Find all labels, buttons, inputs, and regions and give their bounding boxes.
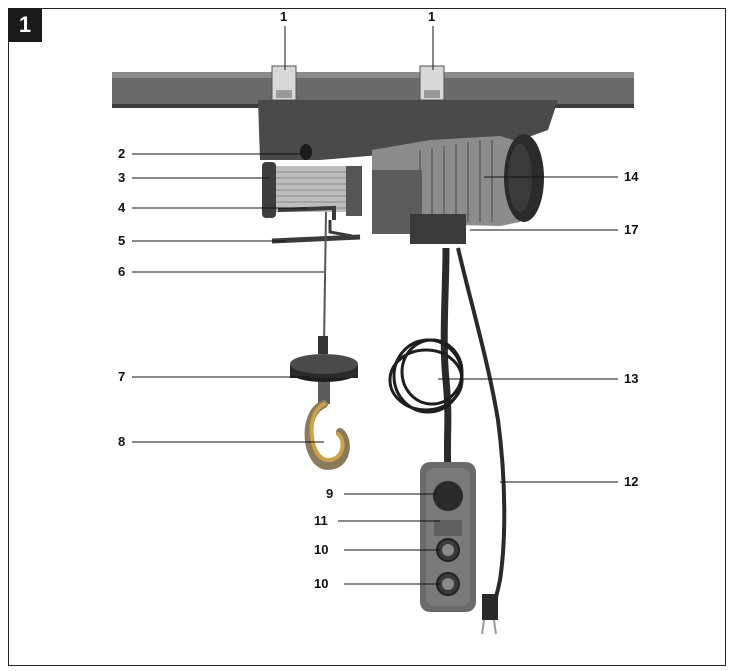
cable-coil [388, 338, 464, 414]
control-cable [440, 247, 452, 471]
callout-14: 14 [624, 169, 639, 184]
limit-lever-lower [271, 234, 361, 244]
callout-13: 13 [624, 371, 639, 386]
callout-3: 3 [118, 170, 126, 185]
callout-9: 9 [326, 486, 334, 501]
callout-6: 6 [118, 264, 126, 279]
leader-lines [132, 26, 618, 585]
mounting-bracket-right [419, 65, 445, 101]
callout-1-right: 1 [428, 9, 436, 24]
limit-lever-upper [277, 205, 336, 220]
load-hook [304, 382, 350, 471]
callout-8: 8 [118, 434, 126, 449]
figure-frame [8, 8, 726, 666]
wire-rope [323, 211, 327, 347]
callout-4: 4 [118, 200, 126, 215]
callout-5: 5 [118, 233, 126, 248]
callout-2: 2 [118, 146, 126, 161]
mains-plug [481, 594, 498, 635]
switch-box [410, 214, 466, 244]
rope-drum [262, 162, 362, 218]
frame-plate [258, 100, 558, 160]
pendant-control [420, 462, 476, 612]
callout-7: 7 [118, 369, 126, 384]
callout-1-left: 1 [280, 9, 288, 24]
callout-17: 17 [624, 222, 639, 237]
callout-10-upper: 10 [314, 542, 329, 557]
mounting-bracket-left [271, 65, 297, 101]
callout-11: 11 [314, 513, 328, 528]
figure-number-badge: 1 [8, 8, 42, 42]
callout-10-lower: 10 [314, 576, 329, 591]
callout-12: 12 [624, 474, 639, 489]
stop-weight [290, 336, 358, 382]
